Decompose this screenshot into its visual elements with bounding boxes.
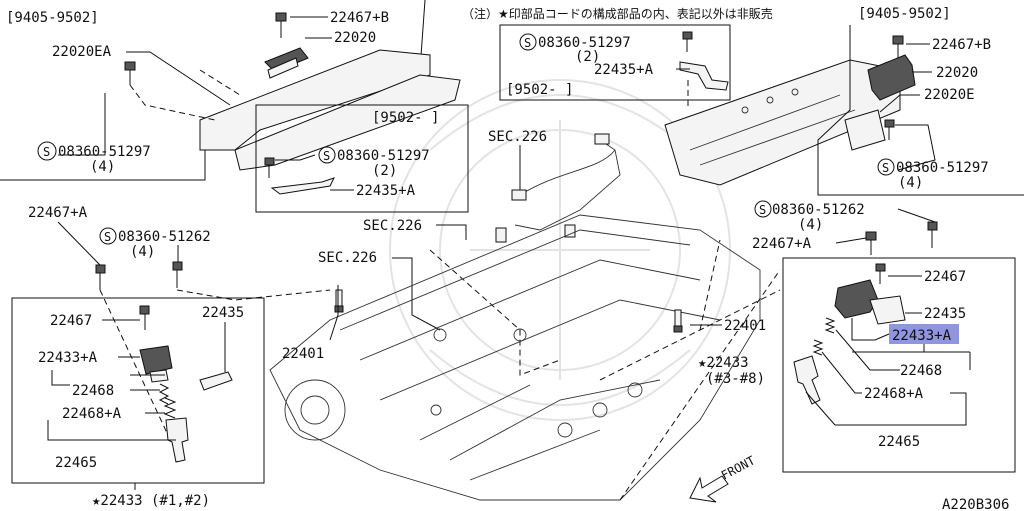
s-mark: S bbox=[524, 36, 531, 50]
s-mark: S bbox=[759, 203, 766, 217]
date-range-center-inset: [9502- ] bbox=[506, 82, 573, 98]
label-22467A-left: 22467+A bbox=[28, 205, 88, 221]
label-08360-51297-center: 08360-51297 bbox=[538, 35, 631, 51]
label-22468-rightbox: 22468 bbox=[900, 363, 942, 379]
section-ref-1: SEC.226 bbox=[488, 129, 547, 145]
bolt-icon bbox=[875, 263, 886, 284]
s-mark: S bbox=[323, 149, 330, 163]
note-text: （注）★印部品コードの構成部品の内、表記以外は非販売 bbox=[462, 6, 773, 21]
label-22467A-right: 22467+A bbox=[752, 236, 812, 252]
qty-08360-51297-right: (4) bbox=[898, 175, 923, 191]
label-22433-left-kit: ★22433 (#1,#2) bbox=[92, 493, 210, 509]
screw-icon bbox=[124, 61, 136, 85]
spring-icon bbox=[163, 397, 177, 419]
s-mark: S bbox=[43, 145, 50, 159]
center-inset: （注）★印部品コードの構成部品の内、表記以外は非販売 S 08360-51297… bbox=[462, 6, 773, 110]
screw-icon bbox=[884, 119, 895, 140]
label-22435A-inset: 22435+A bbox=[356, 183, 416, 199]
bolt-icon bbox=[139, 305, 150, 330]
qty-08360-51262-right: (4) bbox=[798, 217, 823, 233]
qty-08360-51262-left: (4) bbox=[130, 244, 155, 260]
label-22433A-rightbox[interactable]: 22433+A bbox=[892, 328, 952, 344]
spring-icon bbox=[158, 383, 170, 405]
qty-08360-51297-center: (2) bbox=[575, 49, 600, 65]
inset-9502-left: [9502- ] S 08360-51297 (2) 22435+A bbox=[255, 104, 469, 213]
label-08360-51297-left: 08360-51297 bbox=[58, 144, 151, 160]
label-22468-leftbox: 22468 bbox=[72, 383, 114, 399]
harness-area: SEC.226 SEC.226 SEC.226 bbox=[318, 129, 621, 376]
label-08360-51297-inset: 08360-51297 bbox=[337, 148, 430, 164]
bolt-icon bbox=[865, 231, 877, 255]
spark-plug-icon bbox=[673, 309, 683, 333]
section-ref-2: SEC.226 bbox=[363, 218, 422, 234]
front-label: FRONT bbox=[719, 453, 757, 482]
diagram-code: A220B306 bbox=[942, 497, 1009, 511]
left-detail-box: 22467+A S 08360-51262 (4) 22467 22435 22… bbox=[11, 205, 331, 509]
label-22401-left: 22401 bbox=[282, 346, 324, 362]
bolt-icon bbox=[275, 12, 287, 38]
label-22467-leftbox: 22467 bbox=[50, 313, 92, 329]
label-22468A-leftbox: 22468+A bbox=[62, 406, 122, 422]
label-08360-51262-left: 08360-51262 bbox=[118, 229, 211, 245]
highlight-22433A bbox=[889, 324, 959, 344]
engine-block bbox=[269, 214, 781, 501]
screw-icon bbox=[264, 157, 275, 178]
date-range-top-right: [9405-9502] bbox=[858, 6, 951, 22]
label-22020-right: 22020 bbox=[936, 65, 978, 81]
s-mark: S bbox=[882, 161, 889, 175]
spring-icon bbox=[812, 339, 824, 356]
label-22467B-left: 22467+B bbox=[330, 10, 389, 26]
qty-08360-51297-inset: (2) bbox=[372, 163, 397, 179]
date-range-top-left: [9405-9502] bbox=[6, 10, 99, 26]
label-22468A-rightbox: 22468+A bbox=[864, 386, 924, 402]
label-08360-51297-right: 08360-51297 bbox=[896, 160, 989, 176]
section-ref-3: SEC.226 bbox=[318, 250, 377, 266]
label-22467-rightbox: 22467 bbox=[924, 269, 966, 285]
label-22435-rightbox: 22435 bbox=[924, 306, 966, 322]
top-right-region: [9405-9502] 22467+B 22020 22020E S 08360… bbox=[817, 6, 1024, 196]
label-22435A-center: 22435+A bbox=[594, 62, 654, 78]
label-22465-rightbox: 22465 bbox=[878, 434, 920, 450]
label-22433A-leftbox: 22433+A bbox=[38, 350, 98, 366]
label-22020E: 22020E bbox=[924, 87, 975, 103]
label-08360-51262-right: 08360-51262 bbox=[772, 202, 865, 218]
screw-icon bbox=[927, 221, 938, 248]
spring-icon bbox=[824, 317, 836, 334]
label-22435-leftbox: 22435 bbox=[202, 305, 244, 321]
spark-plugs: 22401 22401 ★22433 (#3-#8) bbox=[282, 285, 781, 387]
label-22433-right-kit: ★22433 bbox=[698, 355, 749, 371]
right-detail-box: S 08360-51262 (4) 22467+A 22467 22435 22… bbox=[752, 200, 1016, 473]
label-22401-right: 22401 bbox=[724, 318, 766, 334]
bolt-icon bbox=[95, 264, 106, 290]
top-left-region: [9405-9502] 22467+B 22020 22020EA S 0836… bbox=[0, 0, 461, 181]
s-mark: S bbox=[104, 230, 111, 244]
label-22433-right-kit-range: (#3-#8) bbox=[706, 371, 765, 387]
label-22467B-right: 22467+B bbox=[932, 37, 991, 53]
qty-08360-51297-left: (4) bbox=[90, 159, 115, 175]
bolt-icon bbox=[892, 35, 904, 58]
screw-icon bbox=[682, 31, 693, 52]
label-22020-left: 22020 bbox=[334, 30, 376, 46]
label-22465-leftbox: 22465 bbox=[55, 455, 97, 471]
screw-icon bbox=[172, 261, 183, 288]
date-range-left-inset: [9502- ] bbox=[372, 110, 439, 126]
spark-plug-icon bbox=[334, 289, 344, 313]
label-22020EA: 22020EA bbox=[52, 44, 112, 60]
front-arrow: FRONT bbox=[689, 453, 757, 503]
